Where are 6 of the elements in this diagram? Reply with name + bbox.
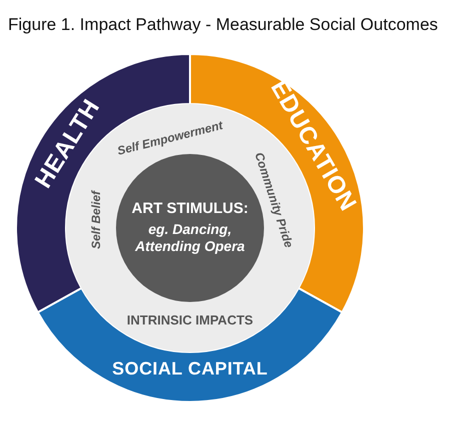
center-text: eg. Dancing, Attending Opera [134,220,246,256]
center-heading: ART STIMULUS: [132,200,248,219]
ring-title: INTRINSIC IMPACTS [126,311,254,330]
segment-label: SOCIAL CAPITAL [112,358,268,380]
ring-label: Self Belief [88,190,104,250]
figure-title: Figure 1. Impact Pathway - Measurable Social Outcomes [8,14,438,36]
